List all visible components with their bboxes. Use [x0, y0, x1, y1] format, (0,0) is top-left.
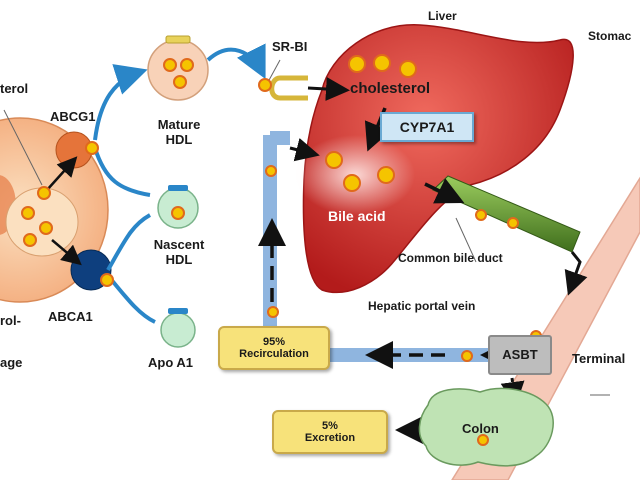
- sr-bi-label: SR-BI: [272, 39, 308, 54]
- cholesterol-liver-label: cholesterol: [350, 80, 431, 97]
- abcg1-label: ABCG1: [50, 109, 96, 124]
- mature-hdl-line-2: HDL: [165, 131, 193, 147]
- mature-hdl-apo: [165, 35, 191, 44]
- liver-to-duct-arrow: [424, 178, 465, 204]
- nascent-hdl-line-2: HDL: [165, 251, 193, 267]
- cyp7a1-box: CYP7A1: [380, 112, 474, 142]
- bile-acid-label: Bile acid: [328, 208, 386, 224]
- excretion-text: Excretion: [304, 432, 356, 444]
- stomach-label: Stomac: [588, 29, 632, 43]
- colon-shape: [418, 387, 554, 467]
- sr-bi-to-cholesterol-arrow: [307, 77, 350, 101]
- sr-bi-pointer: [267, 59, 281, 83]
- nascent-hdl-label: Nascent HDL: [144, 237, 214, 268]
- abcg1-to-mature-hdl-arrow: [93, 64, 148, 141]
- particles: [21, 54, 542, 446]
- sterol-label: terol: [0, 81, 29, 96]
- portal-to-liver-arrow: [289, 137, 320, 162]
- sr-bi-receptor: [269, 75, 308, 101]
- nascent-hdl-apo: [168, 185, 188, 191]
- colon-label: Colon: [462, 421, 499, 436]
- recirculation-percent: 95%: [262, 336, 286, 348]
- mature-hdl-label: Mature HDL: [148, 117, 210, 148]
- hepatic-portal-vein-label: Hepatic portal vein: [368, 299, 476, 313]
- age-label: age: [0, 355, 23, 370]
- terminal-label: Terminal: [572, 351, 626, 366]
- rol-label: rol-: [0, 313, 21, 328]
- abca1-to-nascent-hdl-arrow: [106, 213, 152, 271]
- mature-hdl-line-1: Mature: [157, 117, 201, 132]
- common-bile-duct-label: Common bile duct: [398, 251, 503, 265]
- abcg1-to-nascent-arrow: [93, 147, 151, 197]
- asbt-box: ASBT: [488, 335, 552, 375]
- abca1-label: ABCA1: [48, 309, 93, 324]
- apoa1-to-abca1-arrow: [108, 276, 156, 324]
- common-bile-duct-tube: [432, 175, 581, 253]
- recirculation-box: 95% Recirculation: [218, 326, 330, 370]
- apo-a1-label: Apo A1: [148, 355, 194, 370]
- liver-shape: [302, 24, 574, 294]
- duct-pointer: [455, 217, 477, 263]
- to-abcg1-arrow: [46, 156, 78, 191]
- excretion-box: 5% Excretion: [272, 410, 388, 454]
- to-abca1-arrow: [51, 239, 82, 266]
- recirculation-text: Recirculation: [239, 348, 309, 360]
- liver-label: Liver: [428, 9, 457, 23]
- nascent-hdl-line-1: Nascent: [153, 237, 205, 252]
- apo-a1-cap: [168, 308, 188, 314]
- apo-a1-particle: [160, 312, 196, 348]
- sterol-pointer: [3, 109, 43, 186]
- duct-to-intestine-arrow: [564, 251, 588, 296]
- mature-hdl-particle: [147, 39, 209, 101]
- excretion-percent: 5%: [322, 420, 338, 432]
- mature-hdl-to-sr-bi-arrow: [206, 43, 266, 80]
